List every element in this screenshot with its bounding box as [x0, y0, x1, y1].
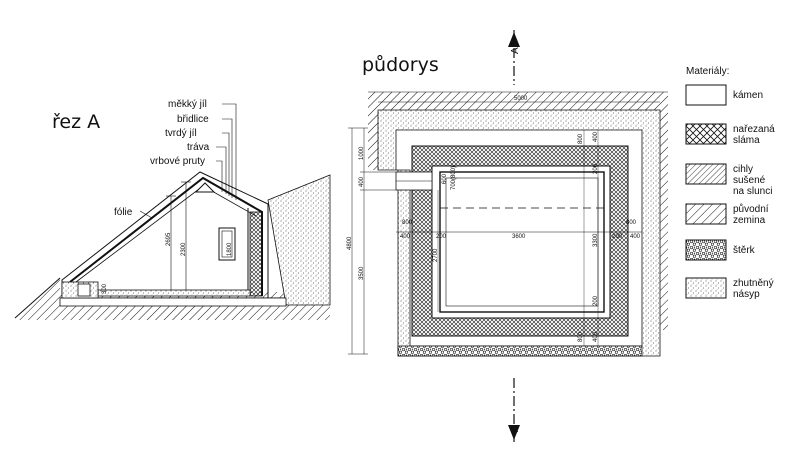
- plan-title: půdorys: [362, 54, 439, 76]
- dim-800-left: 800: [402, 220, 413, 226]
- dim-400-top: 400: [593, 131, 599, 142]
- legend-title: Materiály:: [686, 66, 729, 77]
- layer-label-bridlice: břidlice: [177, 114, 209, 125]
- dim-3500: 3500: [359, 266, 365, 280]
- layer-label-trava: tráva: [187, 142, 210, 153]
- legend-swatch-gravel: [685, 239, 727, 261]
- legend-label: štěrk: [733, 245, 756, 256]
- dim-1000: 1000: [359, 146, 365, 160]
- plan-inner-wall: [439, 171, 605, 313]
- dim-800-top: 800: [578, 133, 584, 144]
- dim-4800: 4800: [347, 236, 353, 250]
- plan-gravel: [397, 345, 643, 357]
- layer-label-mekky-jil: měkký jíl: [168, 99, 207, 110]
- dim-200-left: 200: [436, 234, 447, 240]
- dim-400-right: 400: [630, 234, 641, 240]
- dim-800-right: 800: [626, 220, 637, 226]
- dim-5000: 5000: [514, 96, 528, 102]
- dim-2700: 2700: [433, 248, 439, 262]
- section-title: řez A: [52, 111, 100, 133]
- dim-300: 300: [102, 283, 108, 294]
- dim-800-bottom: 800: [578, 331, 584, 342]
- dim-1800: 1800: [227, 242, 233, 256]
- ground-hatch: [15, 175, 330, 320]
- foil-label: fólie: [114, 207, 133, 218]
- legend-swatch-hatch: [685, 203, 727, 225]
- plan-view: půdorys A A 400 200 3600 200 400 800 80: [347, 30, 668, 445]
- hill-right: [267, 174, 331, 306]
- layer-leaders: [216, 103, 237, 200]
- dim-400-left: 400: [400, 234, 411, 240]
- layer-label-vrbove-pruty: vrbové pruty: [150, 156, 205, 167]
- section-marker-top: A: [510, 47, 521, 54]
- legend-label: kámen: [733, 90, 763, 101]
- dim-200-top: 200: [593, 163, 599, 174]
- dim-3600: 3600: [512, 234, 526, 240]
- dim-200-bottom: 200: [593, 295, 599, 306]
- dim-2300: 2300: [181, 242, 187, 256]
- section-marker-bottom: A: [510, 425, 521, 432]
- legend-swatch-hatch-fine: [685, 163, 727, 185]
- dim-700-800: 700(800): [451, 166, 457, 190]
- dim-400-bottom: 400: [593, 331, 599, 342]
- dim-2695: 2695: [166, 232, 172, 246]
- dim-400-mid: 400: [359, 176, 365, 187]
- dim-600: 600: [442, 173, 448, 184]
- legend-swatch-crosshatch: [685, 123, 727, 145]
- legend-swatch-blank: [685, 84, 727, 106]
- earth-mound: [61, 171, 269, 299]
- dim-200-right: 200: [612, 234, 623, 240]
- legend-swatch-dots: [685, 277, 727, 299]
- dim-3300: 3300: [593, 233, 599, 247]
- plan-straw-wall: [411, 145, 629, 337]
- section-view: řez A 2695 2300 1800 300: [14, 99, 331, 320]
- layer-label-tvrdy-jil: tvrdý jíl: [165, 128, 197, 139]
